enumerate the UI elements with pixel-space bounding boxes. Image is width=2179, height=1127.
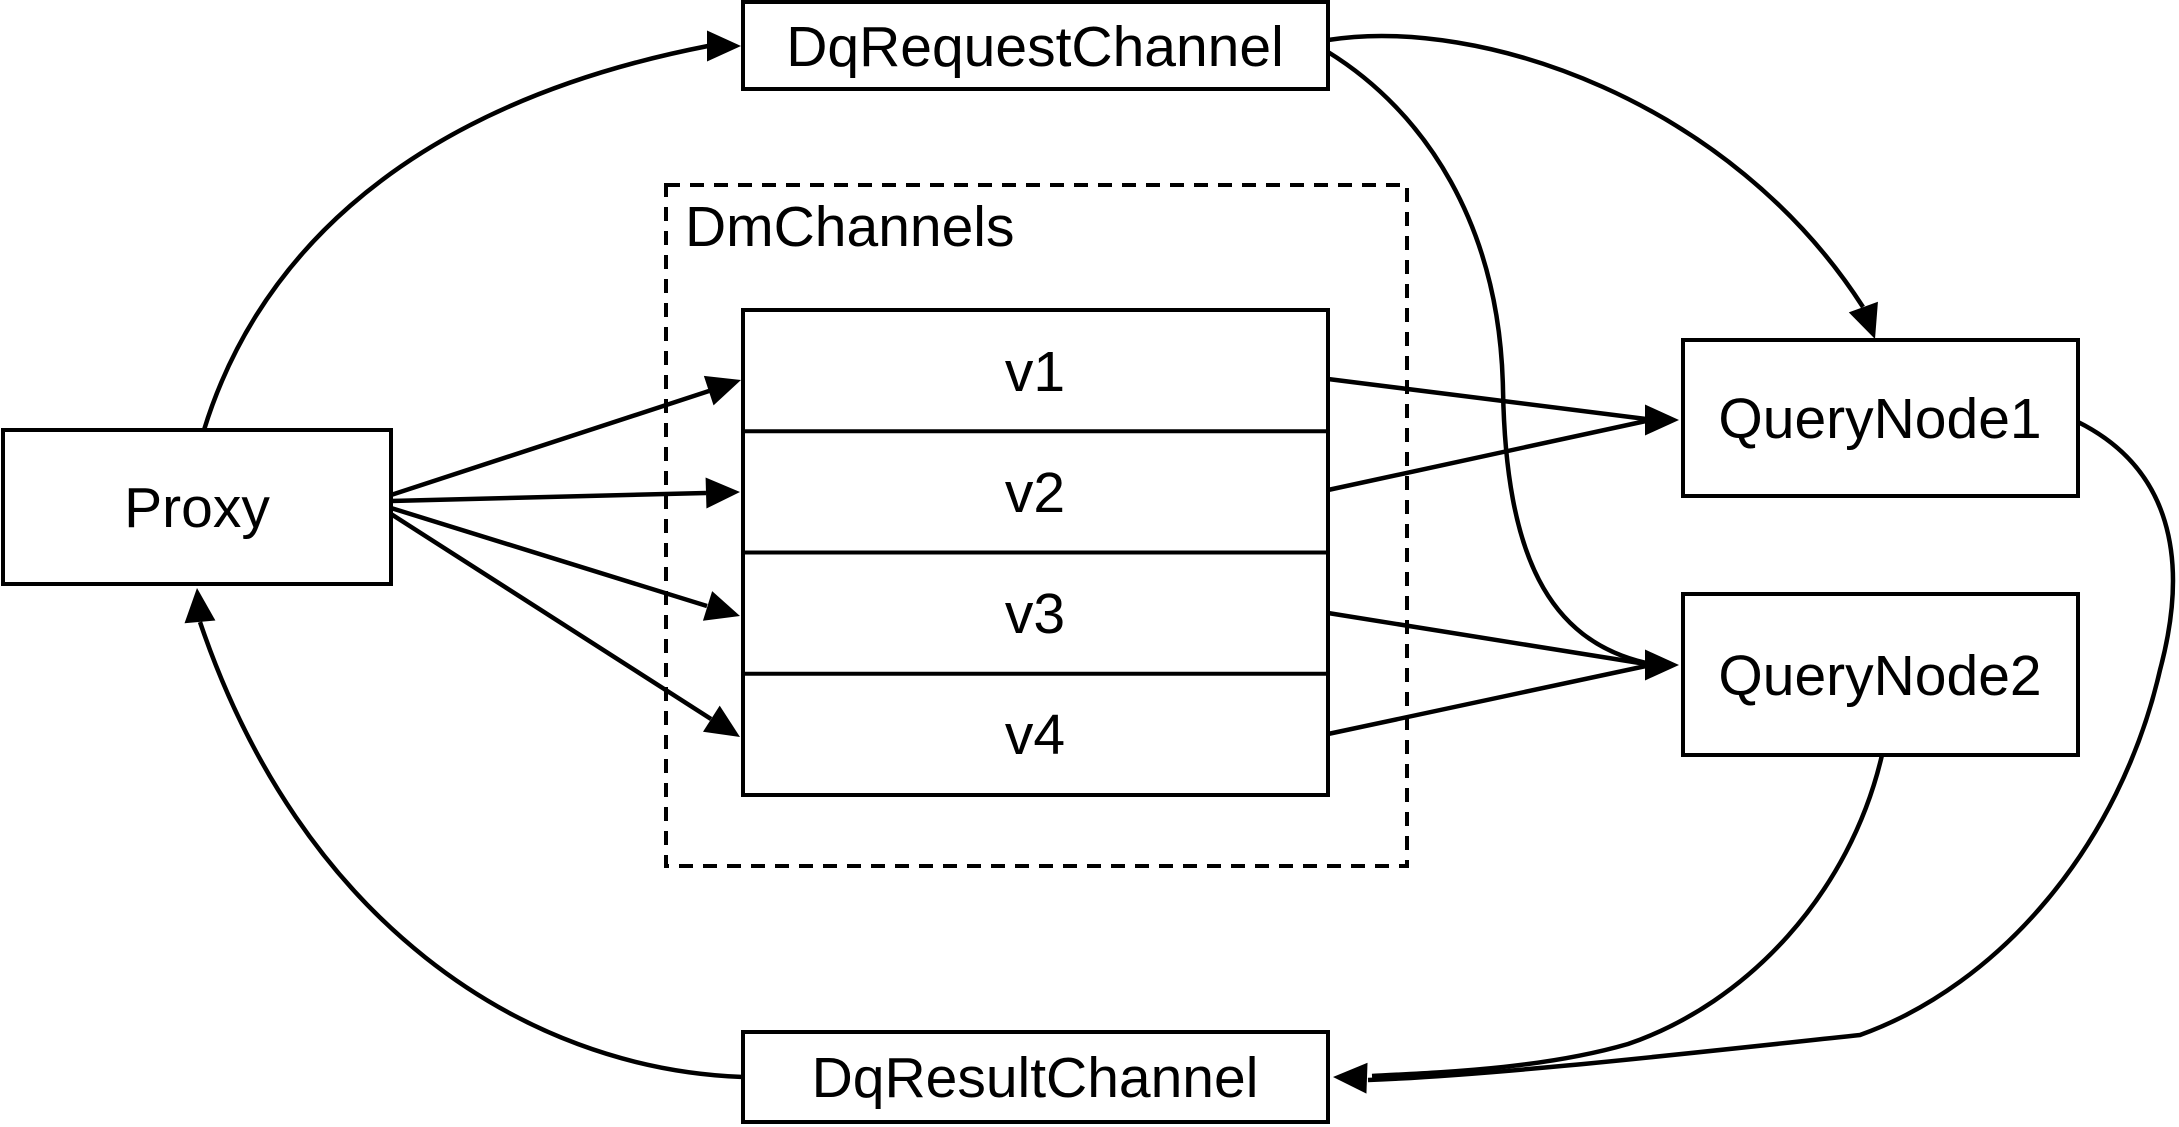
node-v3-label: v3 — [1005, 582, 1065, 646]
arrowhead-into-v3 — [702, 591, 740, 621]
node-dm-channel-table: v1 v2 v3 v4 — [741, 308, 1330, 797]
arrowheads-layer — [184, 30, 1878, 1094]
proxy-label: Proxy — [124, 476, 270, 540]
edge-proxy-to-v4 — [389, 512, 713, 721]
arrowhead-into-dq-result-channel — [1333, 1062, 1368, 1094]
group-dm-channels: DmChannels — [664, 183, 1409, 868]
edge-v1-to-query-node-1 — [1327, 376, 1647, 422]
node-v4-label: v4 — [1005, 703, 1065, 767]
edge-proxy-to-v1 — [390, 388, 710, 498]
arrowhead-into-query-node-1-left — [1645, 404, 1679, 436]
edge-dq-request-channel-to-query-node-1 — [1327, 33, 1865, 309]
proxy-box — [1, 428, 393, 586]
node-v2-label: v2 — [1005, 461, 1065, 525]
node-dq-request-channel: DqRequestChannel — [741, 0, 1330, 91]
edge-proxy-to-v2 — [390, 490, 707, 504]
edge-v2-to-query-node-1 — [1327, 418, 1647, 493]
node-proxy: Proxy — [1, 428, 393, 586]
node-v1-label: v1 — [1005, 340, 1065, 404]
query-node-1-label: QueryNode1 — [1718, 387, 2041, 451]
node-query-node-2: QueryNode2 — [1681, 592, 2080, 757]
edge-query-node-2-to-dq-result-channel — [1371, 754, 1885, 1079]
edge-v4-to-query-node-2 — [1327, 663, 1647, 737]
edge-proxy-to-v3 — [390, 505, 708, 609]
dm-channels-dashed-border — [664, 183, 1409, 868]
query-node-2-box — [1681, 592, 2080, 757]
arrowhead-into-query-node-2-left — [1645, 649, 1679, 681]
dq-result-channel-label: DqResultChannel — [812, 1046, 1259, 1110]
arrowhead-into-v4 — [703, 705, 740, 737]
dm-channels-label: DmChannels — [685, 195, 1014, 259]
edge-query-node-1-to-dq-result-channel — [1367, 419, 2176, 1083]
arrowhead-into-v2 — [705, 477, 740, 509]
arrowhead-into-v1 — [703, 375, 741, 406]
arrowhead-into-query-node-1-top — [1848, 301, 1878, 339]
edge-v3-to-query-node-2 — [1327, 610, 1647, 667]
edge-dq-request-channel-to-query-node-2 — [1326, 50, 1647, 666]
edge-dq-result-channel-to-proxy — [197, 621, 744, 1080]
query-node-1-box — [1681, 338, 2080, 498]
arrowhead-into-dq-request-channel — [707, 30, 741, 62]
node-query-node-1: QueryNode1 — [1681, 338, 2080, 498]
edge-proxy-to-dq-request-channel — [201, 43, 709, 431]
arrowhead-into-proxy — [184, 588, 216, 624]
dq-request-channel-label: DqRequestChannel — [786, 15, 1284, 79]
query-node-2-label: QueryNode2 — [1718, 644, 2041, 708]
node-dq-result-channel: DqResultChannel — [741, 1030, 1330, 1124]
dq-result-channel-box — [741, 1030, 1330, 1124]
edges-layer — [197, 33, 2176, 1083]
dq-request-channel-box — [741, 0, 1330, 91]
